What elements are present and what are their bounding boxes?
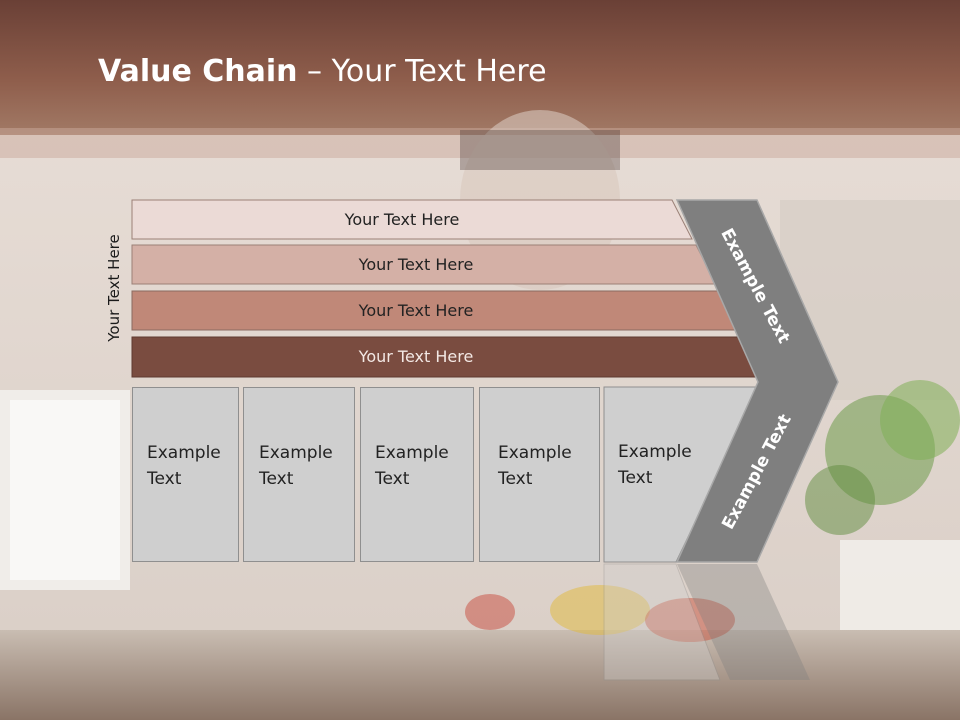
band-4: Your Text Here xyxy=(132,337,700,376)
column-1-line2: Text xyxy=(147,469,182,489)
column-1-line1: Example xyxy=(147,443,221,463)
column-4-line1: Example xyxy=(498,443,572,463)
band-1-label: Your Text Here xyxy=(344,210,460,229)
title-bold: Value Chain xyxy=(98,54,298,89)
column-3-line1: Example xyxy=(375,443,449,463)
column-5-line1: Example xyxy=(618,442,692,462)
band-2: Your Text Here xyxy=(132,245,700,284)
band-3-label: Your Text Here xyxy=(358,301,474,320)
title-rest: – Your Text Here xyxy=(297,54,547,89)
band-1-shape xyxy=(131,199,693,240)
band-2-label: Your Text Here xyxy=(358,255,474,274)
column-2-line1: Example xyxy=(259,443,333,463)
slide-title: Value Chain – Your Text Here xyxy=(98,54,547,89)
band-4-label: Your Text Here xyxy=(358,347,474,366)
column-5-line2: Text xyxy=(618,468,653,488)
band-1: Your Text Here xyxy=(132,200,672,239)
column-3-line2: Text xyxy=(375,469,410,489)
band-3: Your Text Here xyxy=(132,291,700,330)
column-5-shape xyxy=(603,386,761,563)
column-2-line2: Text xyxy=(259,469,294,489)
chevron-arrow xyxy=(675,199,839,563)
column-4-line2: Text xyxy=(498,469,533,489)
